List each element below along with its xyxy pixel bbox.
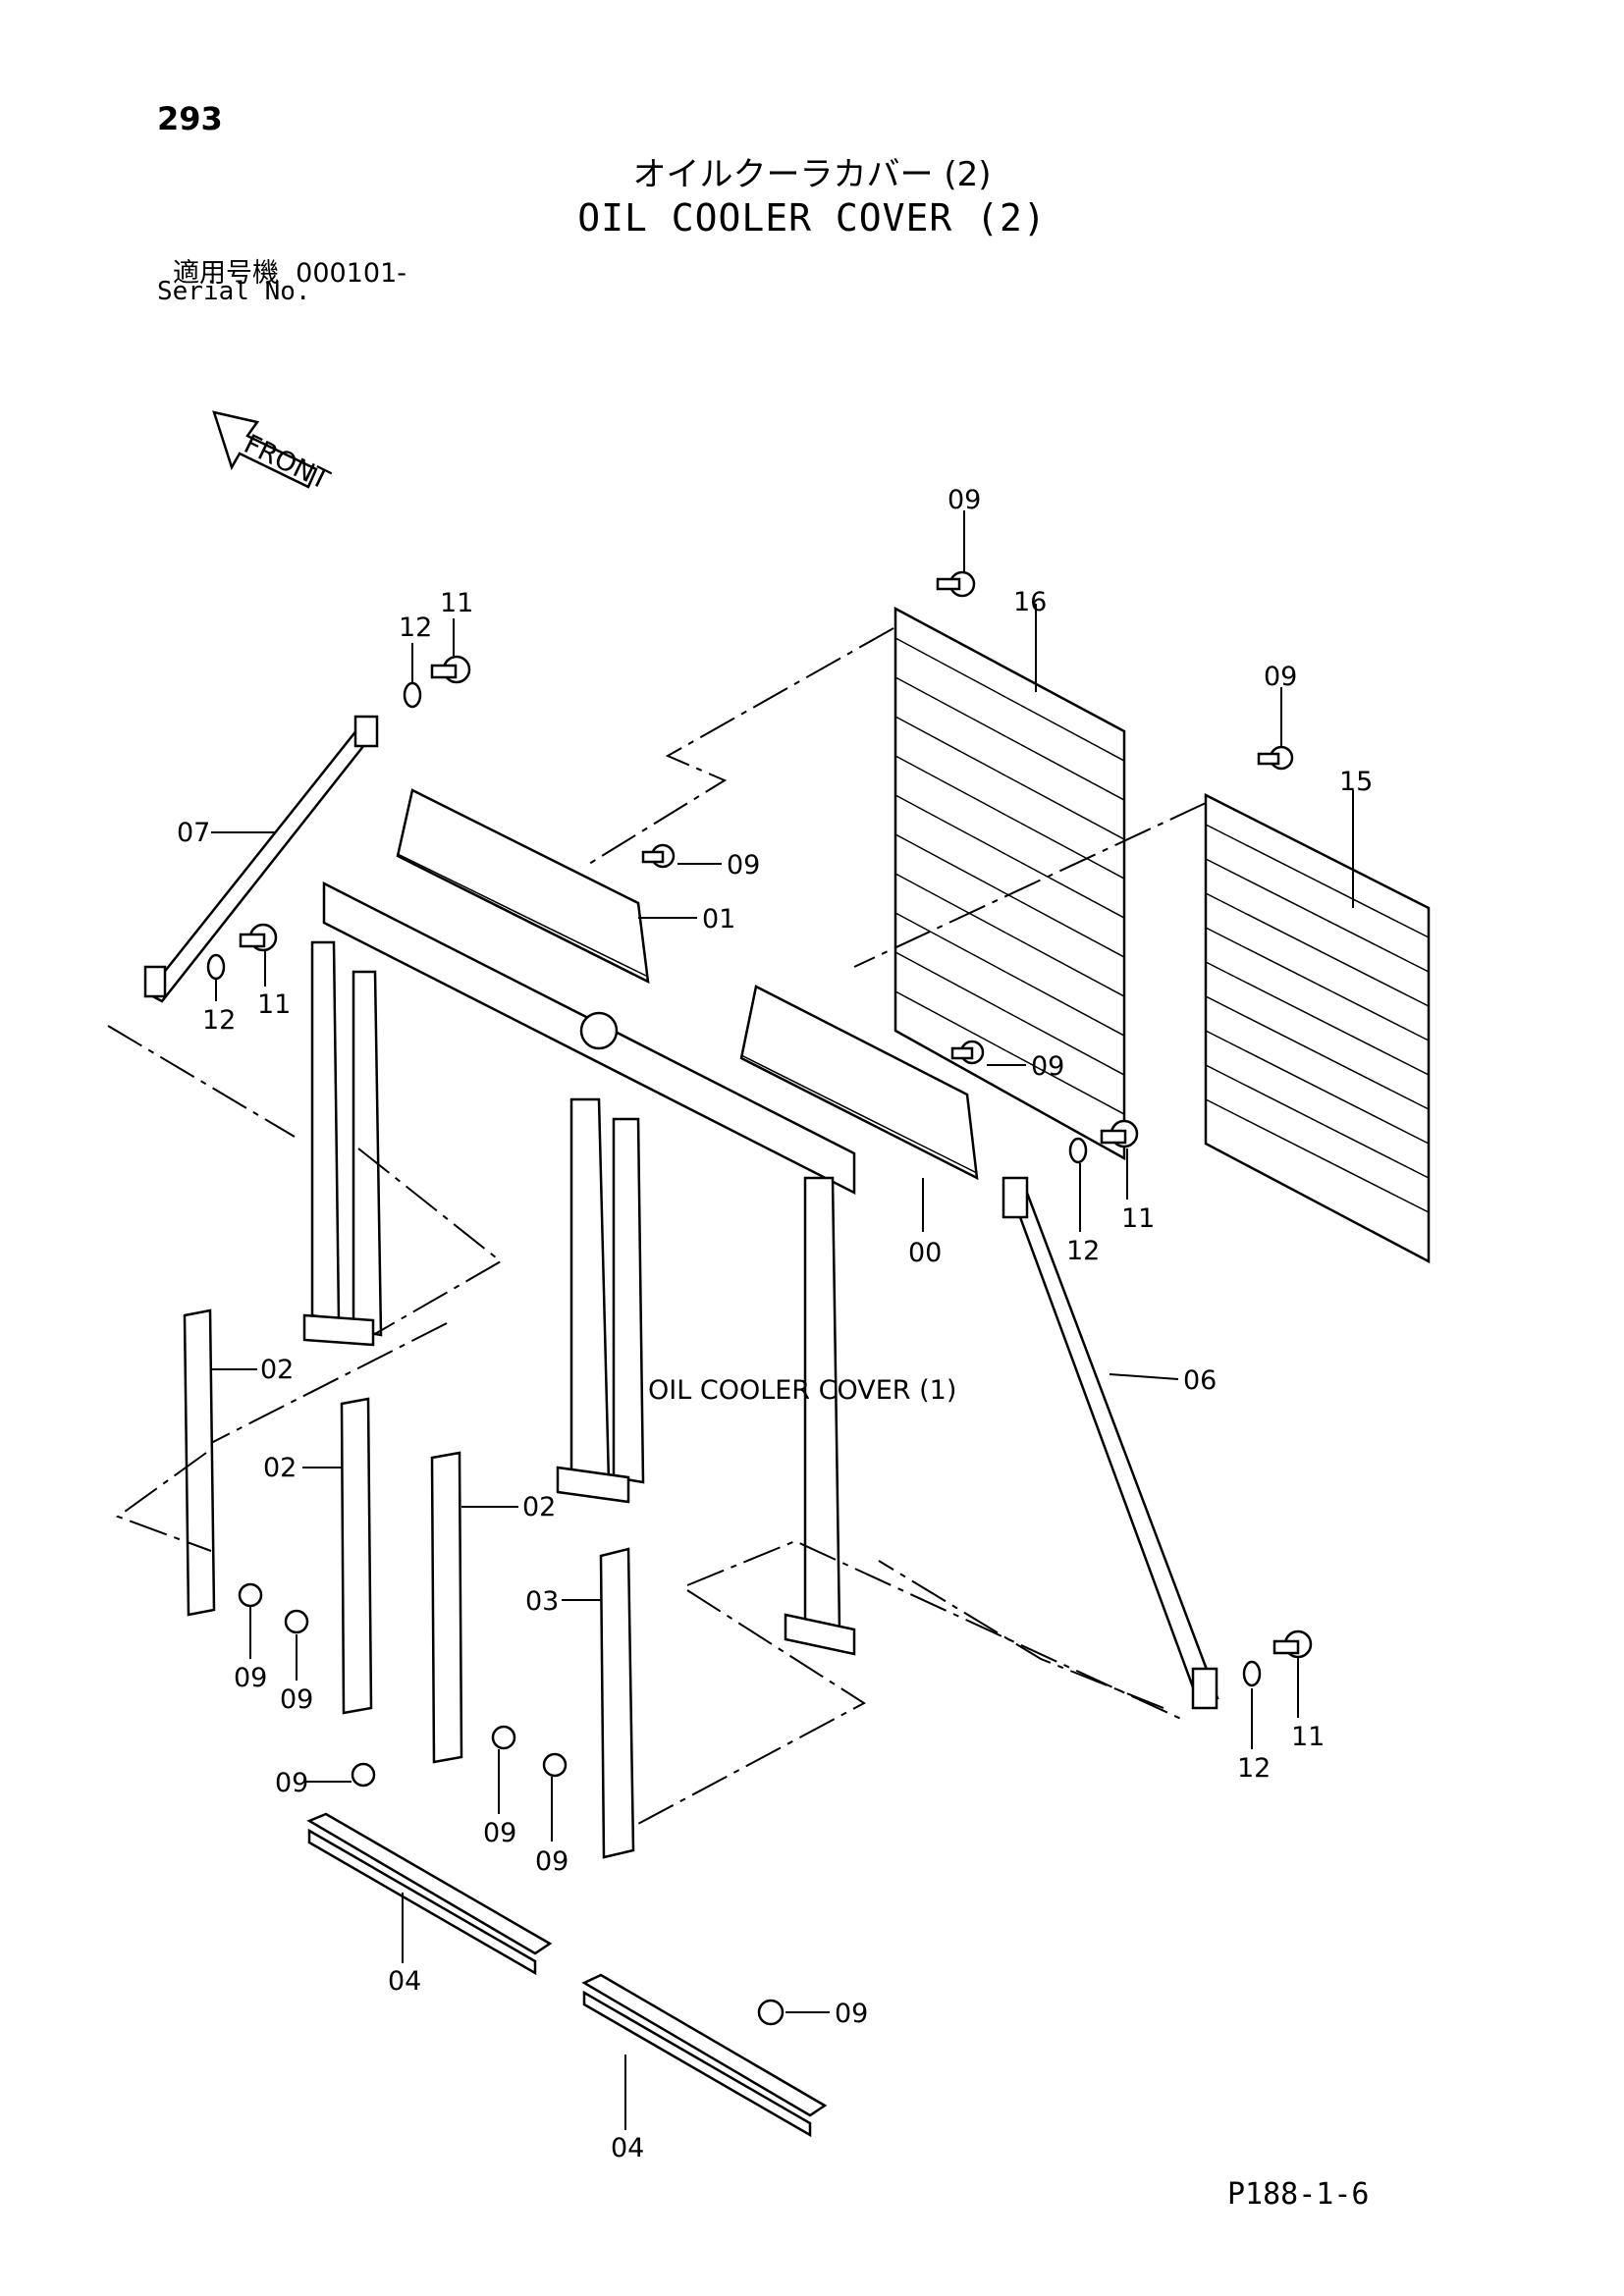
page-number: 293 bbox=[157, 100, 223, 137]
bolt-11-a bbox=[430, 655, 471, 684]
page-title-japanese: オイルクーラカバー (2) bbox=[632, 155, 992, 194]
callout-09: 09 bbox=[280, 1684, 313, 1715]
cover-00 bbox=[739, 985, 979, 1181]
callout-12: 12 bbox=[202, 1005, 236, 1036]
side-cover-03 bbox=[599, 1547, 635, 1859]
bolt-09-f bbox=[284, 1609, 309, 1634]
callout-12: 12 bbox=[1066, 1236, 1100, 1266]
side-cover-02-b bbox=[340, 1397, 373, 1715]
bolt-09-e bbox=[238, 1582, 263, 1608]
callout-01: 01 bbox=[702, 904, 735, 934]
callout-02: 02 bbox=[260, 1355, 294, 1385]
callout-12: 12 bbox=[1237, 1753, 1271, 1784]
callout-15: 15 bbox=[1339, 767, 1373, 797]
bolt-09-c bbox=[641, 843, 676, 869]
side-cover-02-c bbox=[430, 1451, 463, 1764]
callout-09: 09 bbox=[947, 485, 981, 515]
bolt-09-i bbox=[542, 1752, 568, 1778]
callout-09: 09 bbox=[483, 1818, 516, 1848]
assembly-lines bbox=[107, 627, 1207, 1825]
callout-00: 00 bbox=[908, 1238, 942, 1268]
front-direction-arrow: FRONT bbox=[212, 410, 335, 497]
callout-09: 09 bbox=[1031, 1051, 1064, 1082]
serial-label-japanese: 適用号機 bbox=[173, 258, 279, 289]
bottom-cover-04-a bbox=[306, 1812, 553, 1976]
front-arrow-label: FRONT bbox=[240, 429, 335, 497]
stay-07 bbox=[143, 715, 379, 1003]
reference-label-oil-cooler-cover-1: OIL COOLER COVER (1) bbox=[648, 1375, 956, 1406]
main-frame bbox=[302, 881, 856, 1656]
callout-12: 12 bbox=[399, 613, 432, 643]
callout-16: 16 bbox=[1013, 587, 1047, 617]
bolt-09-g bbox=[351, 1762, 376, 1788]
callout-09: 09 bbox=[835, 1999, 868, 2029]
callout-07: 07 bbox=[177, 818, 210, 848]
callout-labels: 09 16 09 15 11 12 07 09 01 11 12 09 00 1… bbox=[177, 485, 1373, 2163]
leader-lines bbox=[211, 510, 1354, 2130]
callout-04: 04 bbox=[388, 1966, 421, 1997]
callout-03: 03 bbox=[525, 1586, 559, 1617]
grille-panel-16 bbox=[893, 606, 1126, 1161]
callout-02: 02 bbox=[522, 1492, 556, 1522]
side-cover-02-a bbox=[183, 1308, 216, 1617]
callout-02: 02 bbox=[263, 1453, 297, 1483]
grille-panel-15 bbox=[1204, 792, 1431, 1264]
bolt-09-h bbox=[491, 1725, 516, 1750]
callout-11: 11 bbox=[257, 989, 291, 1020]
washer-12-c bbox=[1068, 1137, 1088, 1164]
bolt-09-b bbox=[1257, 745, 1294, 771]
callout-11: 11 bbox=[440, 588, 473, 618]
page-title: OIL COOLER COVER (2) bbox=[577, 196, 1047, 240]
bolt-09-a bbox=[936, 570, 976, 598]
callout-11: 11 bbox=[1121, 1203, 1155, 1234]
callout-09: 09 bbox=[1264, 662, 1297, 692]
callout-06: 06 bbox=[1183, 1365, 1217, 1396]
bolt-09-j bbox=[757, 1999, 785, 2026]
bolt-11-c bbox=[1100, 1119, 1139, 1148]
washer-12-a bbox=[403, 681, 422, 709]
callout-11: 11 bbox=[1291, 1722, 1325, 1752]
serial-range: 適用号機 000101- bbox=[173, 251, 406, 290]
bolt-09-d bbox=[950, 1040, 985, 1065]
callout-04: 04 bbox=[611, 2133, 644, 2163]
bolt-11-b bbox=[239, 923, 278, 952]
stay-06 bbox=[1001, 1176, 1219, 1710]
callout-09: 09 bbox=[234, 1663, 267, 1693]
cover-01 bbox=[396, 788, 650, 985]
serial-number-value: 000101- bbox=[296, 258, 406, 289]
callout-09: 09 bbox=[727, 850, 760, 881]
callout-09: 09 bbox=[275, 1768, 308, 1798]
callout-09: 09 bbox=[535, 1846, 568, 1877]
bolt-11-d bbox=[1272, 1629, 1313, 1659]
washer-12-b bbox=[206, 953, 226, 981]
page-reference: P188-1-6 bbox=[1227, 2177, 1370, 2212]
bottom-cover-04-b bbox=[581, 1973, 828, 2138]
serial-label: Serial No. bbox=[157, 277, 311, 306]
washer-12-d bbox=[1242, 1660, 1262, 1687]
